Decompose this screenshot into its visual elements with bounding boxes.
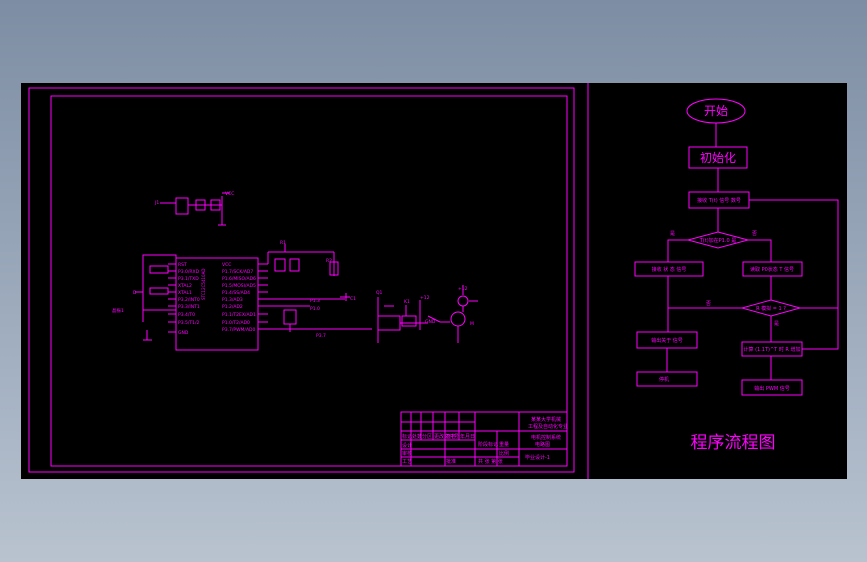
fc-output-pwm-label: 输出 PWM 信号 [754,385,789,392]
tb-check: 审核 [402,450,412,457]
pin-right-10: P3.7/PWM/AD0 [222,327,255,333]
pin-right-3: P1.6/MISO/AD6 [222,276,256,282]
reset-cap-2 [210,199,221,211]
tb-org2: 工程及自动化专业 [528,423,568,430]
tb-design: 设计 [402,442,412,449]
tb-title2: 电路图 [535,441,550,448]
pin-left-6: P3.2/INT0 [178,297,200,303]
fc-title: 程序流程图 [691,433,776,453]
pin-left-1: RST [178,262,187,268]
flowchart [634,98,839,396]
fc-start-label: 开始 [704,104,728,118]
reset-cap-1 [195,199,206,211]
tb-approve: 批准 [446,458,456,465]
title-block [400,411,568,467]
crystal-cap [149,287,169,295]
tb-title1: 电机控制系统 [531,434,561,441]
pin-right-2: P1.7/SCK/AD7 [222,269,253,275]
fc-decision1-no: 否 [752,231,757,237]
pin-right-5: P1.4/SS/AD4 [222,290,250,296]
tb-row-date: 年月日 [460,433,475,440]
pin-left-7: P3.3/INT1 [178,304,200,310]
fc-decision2-label: R 模拟 = 1 ? [756,305,786,312]
sensor-resistor-1 [274,258,286,272]
tb-row-sign: 签名 [446,433,456,440]
tb-row-count: 处数 [412,433,422,440]
fc-decision1-yes: 是 [670,231,675,237]
fc-decision1-shape [686,231,750,249]
label-d: D [133,290,137,296]
fc-right-signal-shape [742,261,803,277]
pin-left-2: P3.0/RXD [178,269,200,275]
tb-row-change: 更改文件号 [434,433,459,440]
pin-left-10: GND [178,330,189,336]
schematic-sheet [28,87,575,473]
reset-resistor [175,197,189,215]
tb-row-mark: 标记 [402,433,412,440]
tb-process: 工艺 [402,459,412,465]
fc-output-left-label: 输出关于 信号 [651,337,683,344]
tb-sheet: 共 张 第 张 [478,458,503,465]
sheet-inner-border [50,95,568,467]
fc-decision2-no: 否 [706,301,711,307]
drawing-background [21,83,847,479]
pin-right-1: VCC [222,262,231,268]
pin-left-8: P3.4/T0 [178,312,195,318]
label-gnd: GND [425,319,436,325]
fc-decision1-label: T(t)加在P1.0 是 [699,237,736,244]
label-r2: R2 [326,258,332,264]
tb-org1: 某某大学机械 [531,416,561,423]
fc-left-signal-label: 接收 状 态 信号 [652,266,687,273]
tb-weight: 重量 [499,441,509,448]
crystal [149,265,169,274]
reset-crystal-block [142,254,177,311]
label-connector: J1 [154,200,159,206]
fc-stop-label: 停机 [659,376,669,383]
sensor-resistor-2 [289,258,300,272]
sheet-outer-border [28,87,575,473]
pin-right-6: P1.3/AD3 [222,297,243,303]
label-net3: P3.7 [316,333,326,339]
tb-scale: 比例 [499,450,509,457]
pin-right-4: P1.5/MOSI/AD5 [222,283,256,289]
relay-coil [401,315,417,327]
label-r1: R1 [280,240,286,246]
fc-stop-shape [636,371,698,387]
pin-right-7: P1.2/AD2 [222,304,243,310]
label-net1: P1.3 [310,298,320,304]
fc-left-signal-shape [634,261,704,277]
label-power-2: +12 [458,286,468,292]
pin-left-4: XTAL2 [178,283,192,289]
fc-output-pwm-shape [741,379,803,396]
title-block-text: 某某大学机械 工程及自动化专业 电机控制系统 电路图 毕业设计-1 标记 处数 … [402,416,568,465]
label-c1: C1 [350,296,356,302]
fc-decision2-yes: 是 [774,321,779,327]
tb-drawing-no: 毕业设计-1 [525,454,550,461]
flowchart-text: 开始 初始化 接收 T(t) 信号 数号 T(t)加在P1.0 是 是 否 接收… [651,104,800,453]
label-x1: 晶振1 [112,307,124,314]
schematic-text: RST P3.0/RXD P3.1/TXD XTAL2 XTAL1 P3.2/I… [112,191,474,339]
label-power: +12 [420,295,430,301]
fc-init-label: 初始化 [700,151,736,165]
pin-right-8: P1.1/T2EX/AD1 [222,312,256,318]
label-motor: M [470,321,474,327]
label-net2: P1.0 [310,306,320,312]
pin-left-3: P3.1/TXD [178,276,199,282]
pin-left-5: XTAL1 [178,290,192,296]
mcu-left-pins [168,263,176,333]
label-vcc: VCC [225,191,234,197]
tb-stage: 阶段标记 [478,441,498,448]
mcu-right-pins [258,263,268,330]
pin-right-9: P1.0/T2/AD0 [222,320,250,326]
fc-right-signal-label: 读取 P0状态 T 信号 [750,266,794,273]
fc-loop-label: 计算 (1.1T)^T 时 R 增加 [744,346,801,353]
tb-row-zone: 分区 [422,433,432,440]
sensor-element [329,261,339,276]
label-q1: Q1 [376,290,383,296]
label-relay: K1 [404,299,410,305]
chip-label: STC12C5410AD [201,269,206,300]
pin-left-9: P3.5/T1/2 [178,320,200,326]
fc-receive-label: 接收 T(t) 信号 数号 [697,197,741,204]
